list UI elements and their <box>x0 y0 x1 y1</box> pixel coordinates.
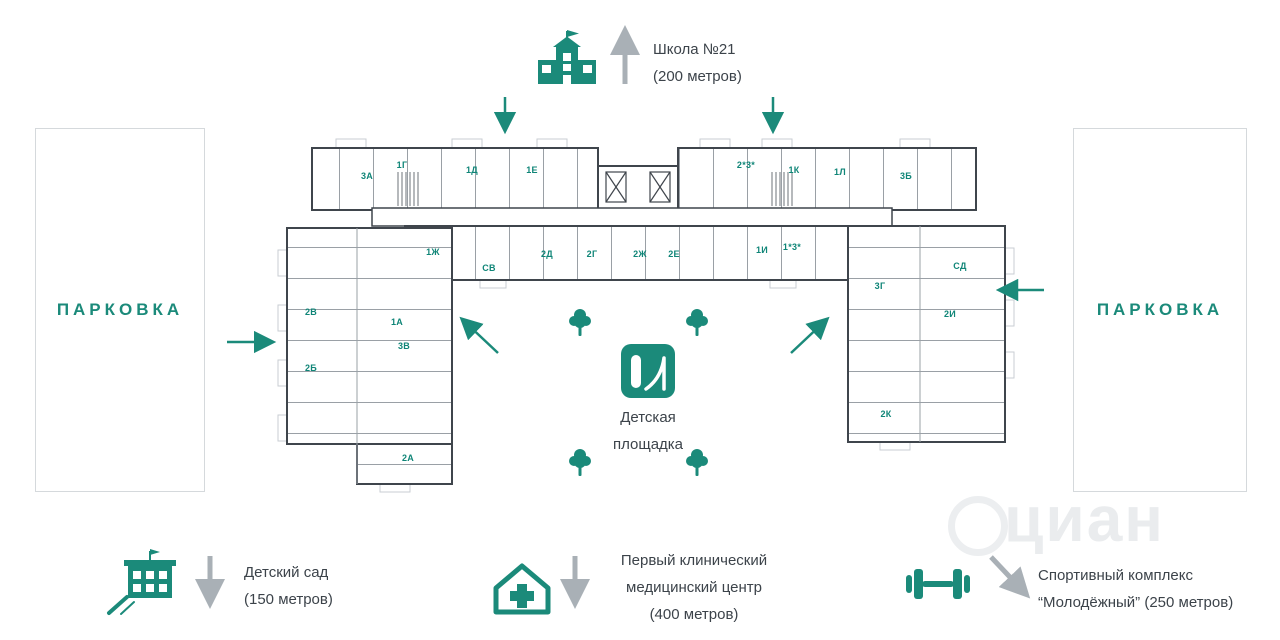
entrance-arrow-inner-left <box>459 316 499 354</box>
sports-complex-label: Спортивный комплекс “Молодёжный” (250 ме… <box>1038 562 1233 616</box>
tree-icon <box>686 309 708 336</box>
playground-label-line2: площадка <box>612 436 684 453</box>
medical-center-icon <box>493 563 551 615</box>
medical-label-line3: (400 метров) <box>649 606 739 623</box>
building-blocks <box>286 147 1006 485</box>
stairs-hatching <box>397 172 793 206</box>
sport-label-line2: “Молодёжный” (250 метров) <box>1038 594 1234 611</box>
school-label: Школа №21 (200 метров) <box>653 36 742 90</box>
parking-left: ПАРКОВКА <box>35 128 205 492</box>
school-label-line1: Школа №21 <box>653 41 736 58</box>
entrance-arrow-inner-right <box>790 316 830 354</box>
direction-arrows <box>195 24 1031 610</box>
sport-direction-arrow <box>989 555 1031 599</box>
school-icon <box>538 30 596 84</box>
playground-icon <box>621 344 675 398</box>
partitions <box>356 226 921 484</box>
medical-label-line2: медицинский центр <box>626 579 762 596</box>
playground-label: Детская площадка <box>596 404 700 458</box>
medical-label-line1: Первый клинический <box>620 552 768 569</box>
kindergarten-label: Детский сад (150 метров) <box>244 559 333 613</box>
tree-icon <box>569 449 591 476</box>
tree-icon <box>569 309 591 336</box>
kindergarten-label-line2: (150 метров) <box>244 591 333 608</box>
kindergarten-label-line1: Детский сад <box>244 564 329 581</box>
elevator-cores <box>605 171 671 203</box>
school-label-line2: (200 метров) <box>653 68 742 85</box>
medical-center-label: Первый клинический медицинский центр (40… <box>604 547 784 628</box>
kindergarten-icon <box>107 549 176 615</box>
entrance-arrows <box>227 97 1044 354</box>
playground-label-line1: Детская <box>620 409 676 426</box>
parking-right: ПАРКОВКА <box>1073 128 1247 492</box>
sports-complex-icon <box>906 569 970 599</box>
sport-label-line1: Спортивный комплекс <box>1038 567 1193 584</box>
building-footprint <box>277 138 1015 493</box>
